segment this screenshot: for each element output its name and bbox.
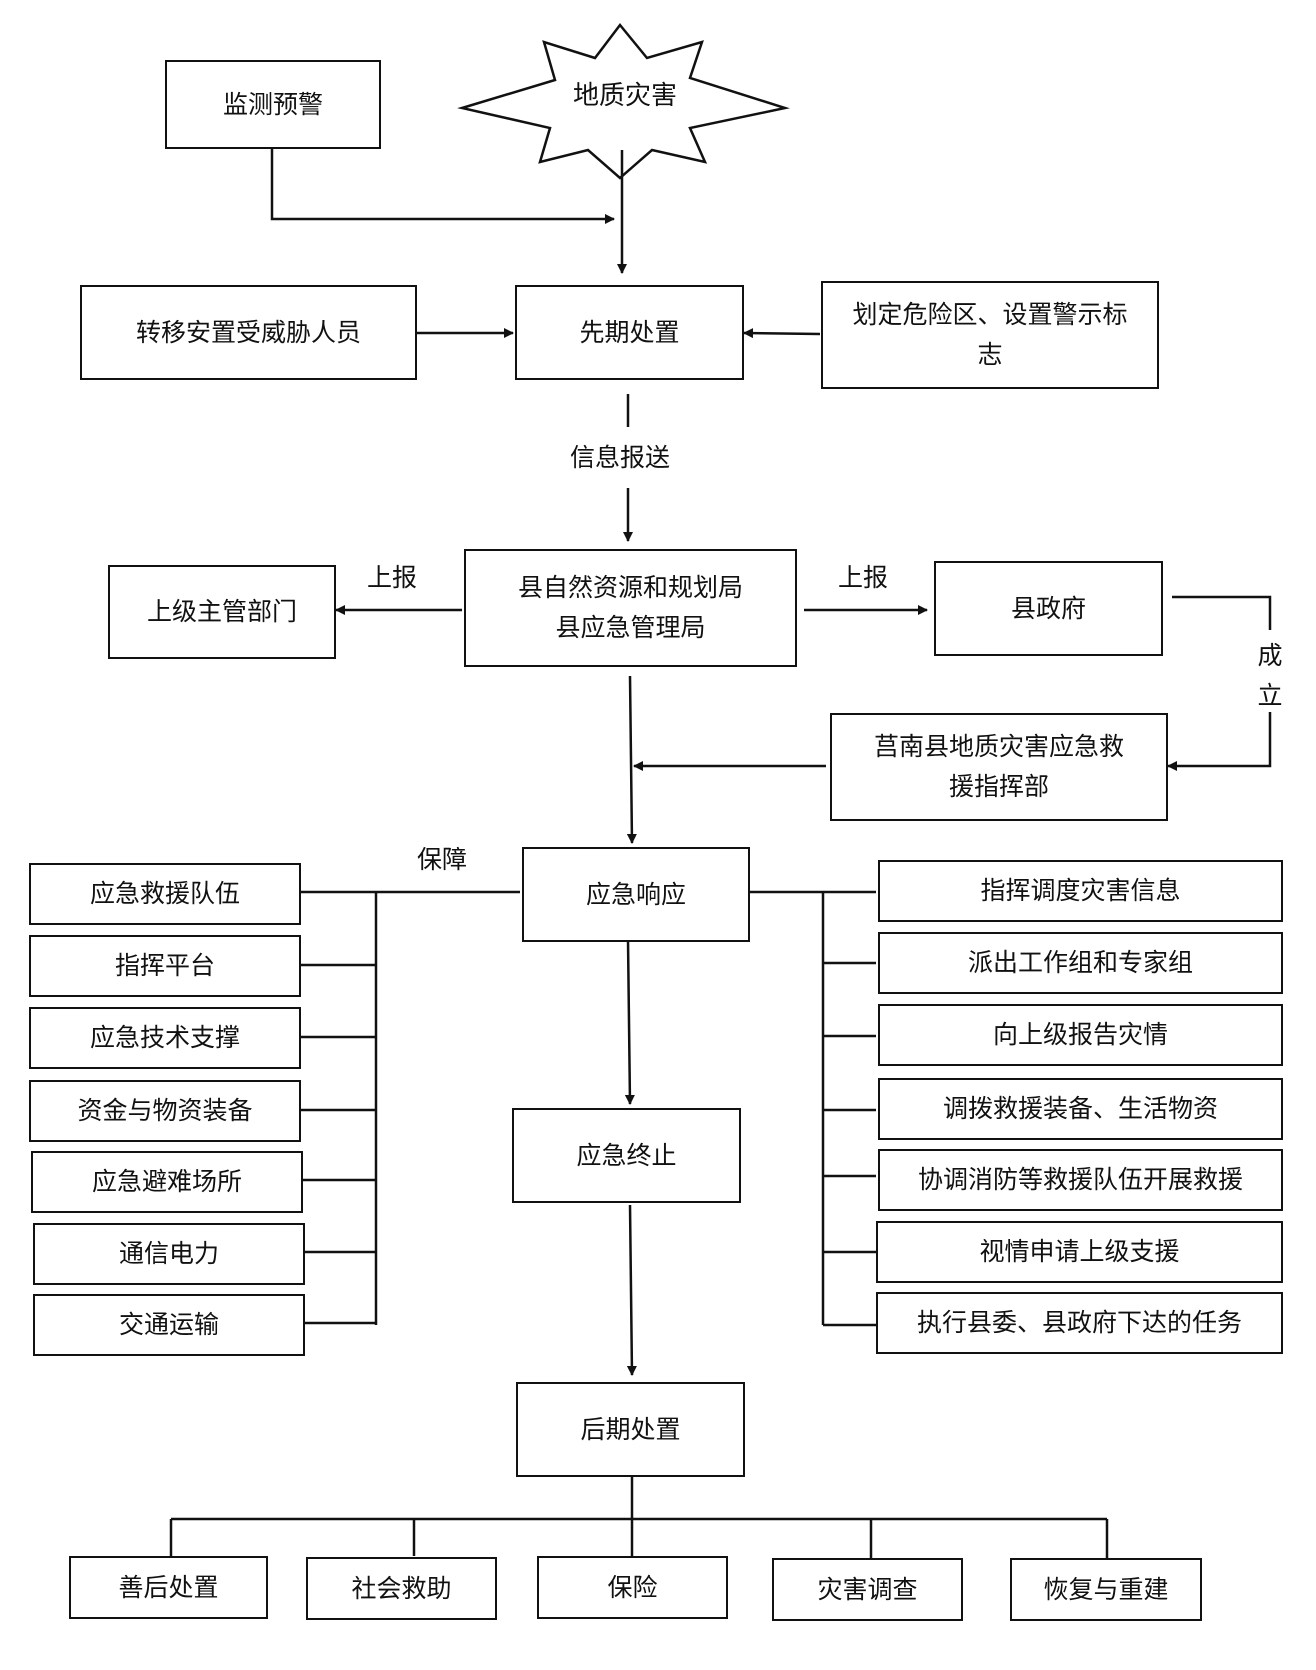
- post-item: 社会救助: [306, 1557, 497, 1620]
- emergency-response-text: 应急响应: [585, 879, 686, 909]
- relocate-people-box: 转移安置受威胁人员: [80, 285, 417, 380]
- action-item-text: 派出工作组和专家组: [967, 948, 1193, 977]
- bureau-line-2: 县应急管理局: [555, 613, 706, 642]
- action-item: 协调消防等救援队伍开展救援: [878, 1149, 1283, 1211]
- superior-department-text: 上级主管部门: [146, 597, 297, 626]
- action-item: 指挥调度灾害信息: [878, 860, 1283, 922]
- action-item: 执行县委、县政府下达的任务: [876, 1292, 1283, 1354]
- emergency-termination-text: 应急终止: [576, 1140, 677, 1170]
- action-item-text: 执行县委、县政府下达的任务: [916, 1308, 1242, 1337]
- disaster-start-label: 地质灾害: [572, 81, 677, 111]
- danger-zone-box: 划定危险区、设置警示标志: [821, 281, 1159, 389]
- command-headquarters-box: 莒南县地质灾害应急救 援指挥部: [830, 713, 1168, 821]
- guarantee-item-text: 指挥平台: [114, 951, 215, 980]
- post-item: 善后处置: [69, 1556, 268, 1619]
- report-right-label: 上报: [838, 563, 889, 592]
- guarantee-item: 资金与物资装备: [29, 1080, 301, 1142]
- guarantee-item: 应急救援队伍: [29, 863, 301, 925]
- action-item: 调拨救援装备、生活物资: [878, 1078, 1283, 1140]
- guarantee-label: 保障: [417, 845, 468, 874]
- guarantee-item: 应急避难场所: [31, 1151, 303, 1213]
- post-disposal-box: 后期处置: [516, 1382, 745, 1477]
- monitoring-warning-text: 监测预警: [222, 89, 323, 119]
- superior-department-box: 上级主管部门: [108, 565, 336, 659]
- initial-disposal-text: 先期处置: [579, 317, 680, 347]
- post-item-text: 灾害调查: [817, 1574, 918, 1604]
- establish-label: 成立: [1257, 641, 1283, 710]
- guarantee-item: 指挥平台: [29, 935, 301, 997]
- command-line-2: 援指挥部: [948, 772, 1049, 801]
- action-item: 视情申请上级支援: [876, 1221, 1283, 1283]
- post-disposal-text: 后期处置: [580, 1414, 681, 1444]
- initial-disposal-box: 先期处置: [515, 285, 744, 380]
- guarantee-item: 交通运输: [33, 1294, 305, 1356]
- guarantee-item-text: 应急救援队伍: [89, 879, 240, 908]
- bureau-box: 县自然资源和规划局 县应急管理局: [464, 549, 797, 667]
- action-item: 派出工作组和专家组: [878, 932, 1283, 994]
- guarantee-item-text: 应急技术支撑: [89, 1023, 240, 1052]
- emergency-termination-box: 应急终止: [512, 1108, 741, 1203]
- action-item-text: 视情申请上级支援: [979, 1237, 1180, 1266]
- post-item: 恢复与重建: [1010, 1558, 1202, 1621]
- county-government-box: 县政府: [934, 561, 1163, 656]
- guarantee-item: 应急技术支撑: [29, 1007, 301, 1069]
- post-item: 保险: [537, 1556, 728, 1619]
- command-line-1: 莒南县地质灾害应急救: [873, 732, 1124, 761]
- action-item-text: 向上级报告灾情: [992, 1020, 1168, 1049]
- guarantee-item-text: 通信电力: [118, 1239, 219, 1268]
- report-left-label: 上报: [367, 563, 418, 592]
- county-government-text: 县政府: [1010, 593, 1086, 623]
- guarantee-item-text: 应急避难场所: [91, 1167, 242, 1196]
- post-item-text: 善后处置: [118, 1572, 219, 1602]
- action-item: 向上级报告灾情: [878, 1004, 1283, 1066]
- post-item-text: 保险: [607, 1572, 658, 1602]
- guarantee-item-text: 资金与物资装备: [77, 1096, 253, 1125]
- bureau-line-1: 县自然资源和规划局: [517, 573, 743, 602]
- post-item-text: 社会救助: [351, 1573, 452, 1603]
- emergency-response-box: 应急响应: [522, 847, 750, 942]
- monitoring-warning-box: 监测预警: [165, 60, 381, 149]
- post-item: 灾害调查: [772, 1558, 963, 1621]
- relocate-people-text: 转移安置受威胁人员: [135, 317, 361, 347]
- info-report-label: 信息报送: [570, 443, 671, 472]
- action-item-text: 指挥调度灾害信息: [980, 876, 1181, 905]
- disaster-star-shape: [457, 22, 790, 180]
- post-item-text: 恢复与重建: [1043, 1574, 1169, 1604]
- guarantee-item: 通信电力: [33, 1223, 305, 1285]
- action-item-text: 协调消防等救援队伍开展救援: [917, 1165, 1243, 1194]
- action-item-text: 调拨救援装备、生活物资: [942, 1094, 1218, 1123]
- guarantee-item-text: 交通运输: [118, 1310, 219, 1339]
- danger-zone-text: 划定危险区、设置警示标志: [852, 300, 1128, 369]
